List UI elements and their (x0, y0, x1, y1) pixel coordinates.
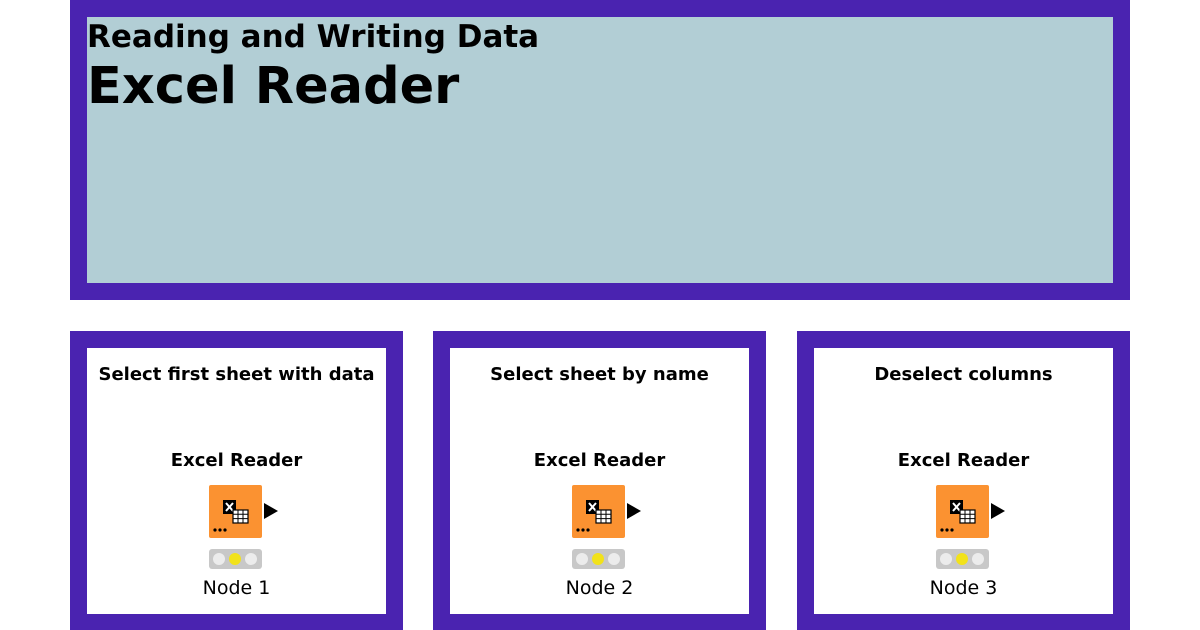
status-traffic-light (209, 549, 262, 569)
header-annotation[interactable]: Reading and Writing Data Excel Reader (70, 0, 1130, 300)
output-port[interactable] (627, 503, 641, 519)
status-light-yellow (592, 553, 604, 565)
node-label[interactable]: Node 2 (565, 577, 634, 599)
status-light-green (972, 553, 984, 565)
excel-reader-icon[interactable] (572, 485, 625, 538)
status-light-green (245, 553, 257, 565)
status-light-yellow (229, 553, 241, 565)
output-port[interactable] (991, 503, 1005, 519)
node-label[interactable]: Node 1 (202, 577, 271, 599)
status-light-green (608, 553, 620, 565)
annotation-title: Select sheet by name (490, 364, 709, 385)
example-annotation-1[interactable]: Select first sheet with data Excel Reade… (70, 331, 403, 630)
annotation-title: Select first sheet with data (98, 364, 375, 385)
excel-reader-node-1[interactable]: Excel Reader Node 1 (87, 433, 386, 599)
node-type-label: Excel Reader (170, 450, 303, 471)
example-annotation-3[interactable]: Deselect columns Excel Reader (797, 331, 1130, 630)
status-light-red (213, 553, 225, 565)
node-type-label: Excel Reader (897, 450, 1030, 471)
output-port[interactable] (264, 503, 278, 519)
node-type-label: Excel Reader (533, 450, 666, 471)
status-traffic-light (936, 549, 989, 569)
annotation-title: Deselect columns (874, 364, 1053, 385)
excel-reader-icon[interactable] (936, 485, 989, 538)
excel-reader-node-2[interactable]: Excel Reader Node 2 (450, 433, 749, 599)
status-light-yellow (956, 553, 968, 565)
header-subtitle: Reading and Writing Data (87, 19, 540, 55)
node-label[interactable]: Node 3 (929, 577, 998, 599)
excel-reader-icon[interactable] (209, 485, 262, 538)
excel-reader-node-3[interactable]: Excel Reader Node 3 (814, 433, 1113, 599)
status-light-red (940, 553, 952, 565)
header-title: Excel Reader (87, 57, 460, 116)
status-light-red (576, 553, 588, 565)
example-annotation-2[interactable]: Select sheet by name Excel Reader (433, 331, 766, 630)
status-traffic-light (572, 549, 625, 569)
